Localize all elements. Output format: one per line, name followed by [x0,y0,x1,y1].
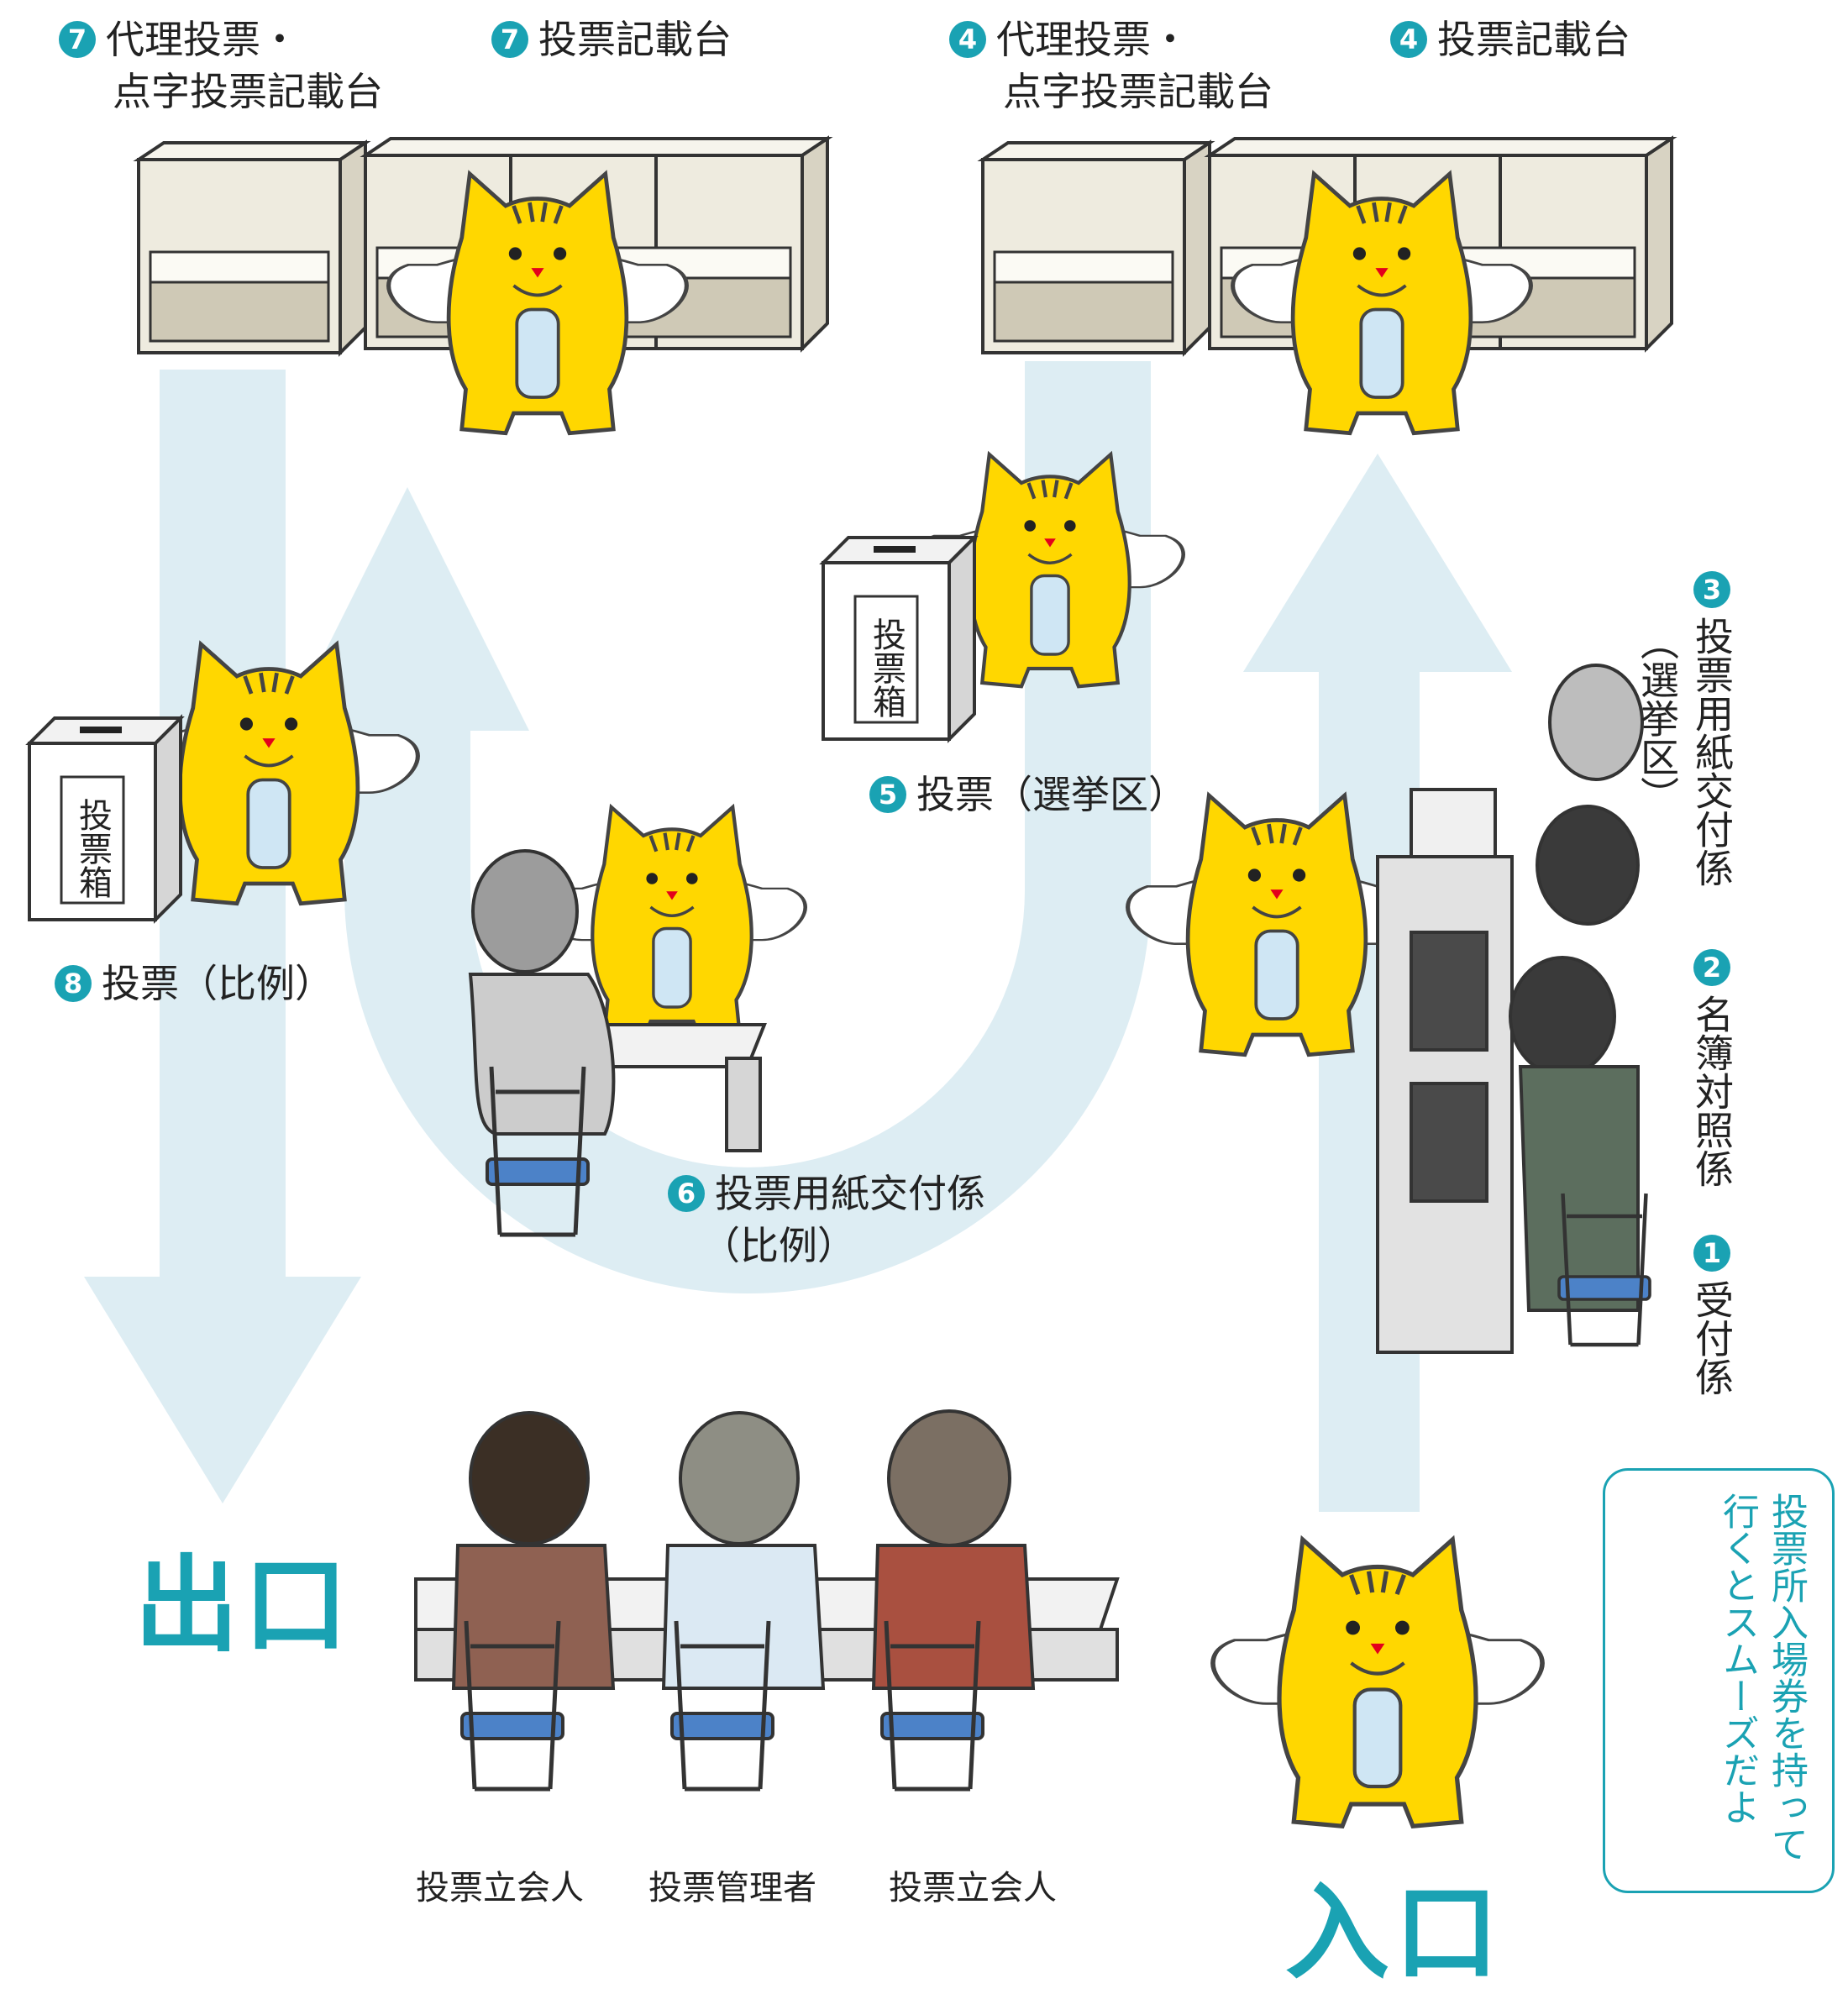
label-step4-braille-line1: 代理投票・ [996,17,1189,62]
step-number-1: 1 [1693,1235,1730,1272]
label-step4-braille-booth: 4 代理投票・ 点字投票記載台 [949,13,1273,118]
label-step7-braille-booth: 7 代理投票・ 点字投票記載台 [59,13,383,118]
label-step3-text: 投票用紙交付係 [1689,616,1735,887]
label-step4-braille-line2: 点字投票記載台 [1003,69,1273,114]
ballot-box-proportional: 投票箱 [28,716,182,921]
mascot-entrance [1213,1540,1542,1826]
label-manager: 投票管理者 [648,1869,816,1907]
staff-head-roster [1536,805,1640,926]
ballot-box-district: 投票箱 [822,536,976,741]
staff-head-proportional [471,849,579,973]
step-number-5: 5 [869,775,906,813]
staff-head-district [1548,664,1644,781]
proportional-ballot-desk [468,849,767,1235]
label-step1-reception: 1 受付係 [1688,1235,1735,1396]
step-number-7a: 7 [59,20,96,58]
label-step5-vote-district: 5 投票（選挙区） [869,769,1187,821]
label-step6-proportional-clerk: 6 投票用紙交付係 （比例） [668,1167,985,1272]
manager-body [661,1544,826,1690]
entrance-label: 入口 [1285,1873,1504,1994]
ballot-box-proportional-text: 投票箱 [73,798,112,899]
label-step7-braille-line1: 代理投票・ [106,17,299,62]
observer-body-left [451,1544,616,1690]
label-step6-line1: 投票用紙交付係 [715,1171,985,1216]
observer-head-left [469,1411,590,1545]
step-number-2: 2 [1693,949,1730,986]
label-step2-roster-clerk: 2 名簿対照係 [1688,949,1735,1188]
exit-label: 出口 [134,1545,354,1666]
label-step3-sub: （選挙区） [1634,622,1681,815]
speech-bubble-text: 投票所入場券を持って行くとスムーズだよ [1716,1493,1808,1862]
label-step3-district-clerk: 3 投票用紙交付係 [1688,571,1735,887]
reception-desk [1376,664,1650,1354]
observer-head-right [887,1409,1011,1547]
label-step8-vote-proportional: 8 投票（比例） [55,958,333,1010]
label-step7-writing-booth: 7 投票記載台 [491,13,732,66]
label-step2-text: 名簿対照係 [1689,994,1735,1188]
step-number-7b: 7 [491,20,528,58]
label-observer-right: 投票立会人 [889,1869,1057,1907]
observer-body-right [871,1544,1036,1690]
manager-head [679,1411,800,1545]
step-number-3: 3 [1693,571,1730,608]
label-step8-text: 投票（比例） [102,961,333,1006]
label-observer-left: 投票立会人 [416,1869,584,1907]
label-step4-writing-booth: 4 投票記載台 [1390,13,1630,66]
label-step5-text: 投票（選挙区） [916,772,1187,817]
u-turn-flow-arrow [344,731,1151,1293]
entrance-flow-arrow-head [1243,454,1512,672]
label-step4-writing-text: 投票記載台 [1437,17,1630,62]
observer-tables [414,1409,1120,1789]
printer-icon [1410,788,1497,858]
braille-booth-left [137,141,367,354]
label-step3-sub-text: （選挙区） [1635,622,1680,815]
u-turn-arrow-head [286,487,529,731]
exit-flow-arrow-head [84,1277,361,1503]
step-number-6: 6 [668,1174,705,1212]
label-step7-braille-line2: 点字投票記載台 [113,69,383,114]
step-number-8: 8 [55,964,92,1002]
speech-bubble: 投票所入場券を持って行くとスムーズだよ [1603,1468,1835,1893]
step-number-4a: 4 [949,20,986,58]
ballot-box-district-text: 投票箱 [867,617,906,718]
label-step7-writing-text: 投票記載台 [538,17,732,62]
staff-body-reception [1518,1065,1640,1312]
label-step1-text: 受付係 [1689,1280,1735,1396]
step-number-4b: 4 [1390,20,1427,58]
braille-booth-right [981,141,1211,354]
staff-head-reception [1509,956,1616,1077]
label-step6-line2: （比例） [701,1223,856,1268]
